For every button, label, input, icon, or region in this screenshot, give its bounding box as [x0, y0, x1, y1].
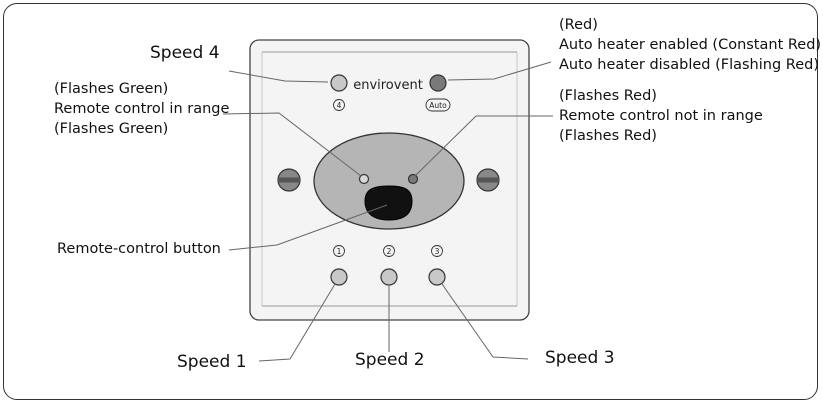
red-led-label-line3: (Flashes Red) [559, 128, 657, 144]
left-screw-icon [277, 168, 301, 192]
leader-green-led [222, 112, 362, 177]
speed-4-mark-circle [333, 99, 345, 111]
leader-red-led [414, 115, 553, 177]
leader-speed-3 [441, 283, 529, 360]
auto-heater-label-line2: Auto heater enabled (Constant Red) [559, 37, 822, 53]
green-led-label-line3: (Flashes Green) [54, 121, 169, 137]
speed-2-label: Speed 2 [355, 350, 425, 370]
speed-3-mark-circle [431, 245, 443, 257]
green-led [358, 173, 370, 185]
speed-1-mark: 1 [337, 247, 342, 256]
right-screw-icon [476, 168, 500, 192]
brand-logo: envirovent [353, 78, 423, 93]
speed-1-button[interactable] [330, 268, 348, 286]
speed-2-mark: 2 [387, 247, 392, 256]
auto-heater-label-line3: Auto heater disabled (Flashing Red) [559, 57, 819, 73]
speed-4-button[interactable] [330, 74, 348, 92]
speed-1-label: Speed 1 [177, 352, 247, 372]
speed-4-mark: 4 [337, 101, 342, 110]
auto-mark: Auto [429, 101, 447, 110]
red-led-label-line2: Remote control not in range [559, 108, 763, 124]
leader-speed-1 [258, 283, 336, 362]
remote-button-label: Remote-control button [57, 241, 221, 257]
leader-auto [447, 61, 552, 81]
leader-remote-button [228, 204, 388, 251]
speed-4-label: Speed 4 [150, 43, 220, 63]
auto-button[interactable] [429, 74, 447, 92]
diagram-frame [3, 3, 818, 400]
speed-2-mark-circle [383, 245, 395, 257]
control-oval [313, 132, 465, 230]
remote-control-button[interactable] [364, 185, 413, 221]
red-led [407, 173, 419, 185]
speed-3-label: Speed 3 [545, 348, 615, 368]
speed-3-mark: 3 [435, 247, 440, 256]
speed-3-button[interactable] [428, 268, 446, 286]
red-led-label-line1: (Flashes Red) [559, 88, 657, 104]
leader-speed-4 [228, 70, 329, 83]
green-led-label-line2: Remote control in range [54, 101, 230, 117]
speed-2-button[interactable] [380, 268, 398, 286]
green-led-label-line1: (Flashes Green) [54, 81, 169, 97]
auto-heater-label-line1: (Red) [559, 17, 598, 33]
speed-1-mark-circle [333, 245, 345, 257]
leader-lines [222, 61, 553, 362]
auto-mark-box [425, 98, 451, 112]
